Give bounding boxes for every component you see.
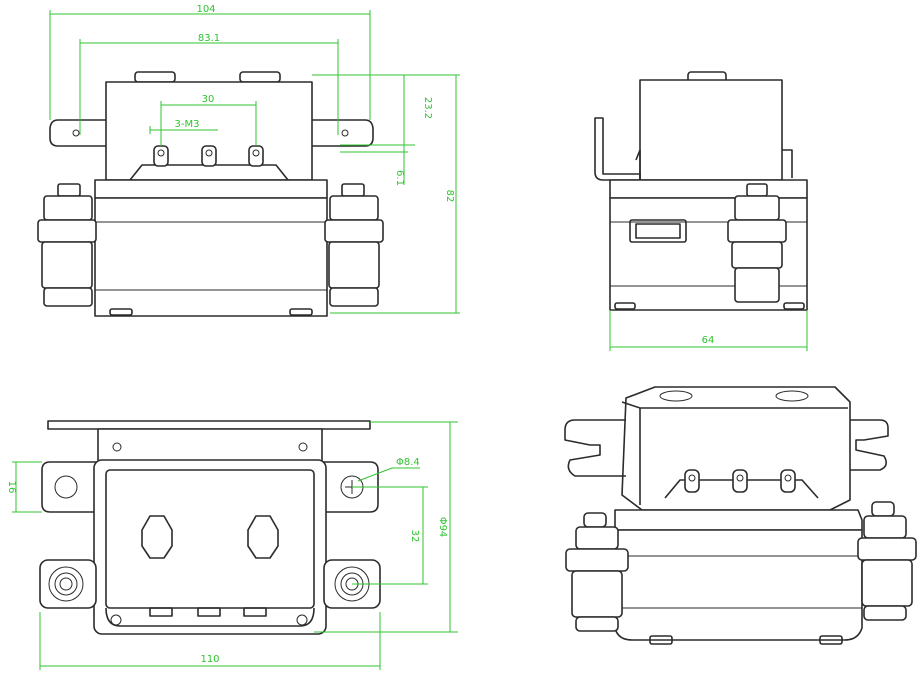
dim-terminal-pitch: 30 (202, 94, 215, 105)
side-stud (727, 183, 787, 303)
front-right-stud (324, 183, 384, 307)
dim-tab-offset: 6.1 (394, 170, 405, 186)
dim-hole-pitch: 83.1 (198, 33, 220, 44)
dim-tab-width: 16 (6, 481, 17, 494)
dim-hole-spacing: 32 (409, 530, 420, 543)
dim-tab-height: 23.2 (422, 97, 433, 119)
side-view: 64 (594, 71, 808, 351)
iso-right-stud (857, 501, 917, 621)
dim-side-depth: 64 (702, 335, 715, 346)
dim-overall-height: 82 (444, 190, 455, 203)
dim-terminal-thread: 3-M3 (175, 119, 200, 130)
dim-overall-width-bottom: 110 (200, 654, 219, 665)
bottom-left-stud (39, 559, 97, 609)
dim-mount-hole: Φ8.4 (396, 457, 420, 468)
iso-terminal-posts (684, 469, 796, 493)
iso-left-stud (565, 512, 629, 632)
front-left-stud (37, 183, 97, 307)
isometric-view (564, 386, 917, 645)
dim-overall-width: 104 (196, 4, 215, 15)
front-view: 104 83.1 30 3-M3 23.2 6.1 82 (37, 4, 460, 317)
bottom-view: 16 Φ8.4 32 Φ94 110 (6, 420, 458, 670)
dim-overall-height-bottom: Φ94 (437, 517, 448, 538)
